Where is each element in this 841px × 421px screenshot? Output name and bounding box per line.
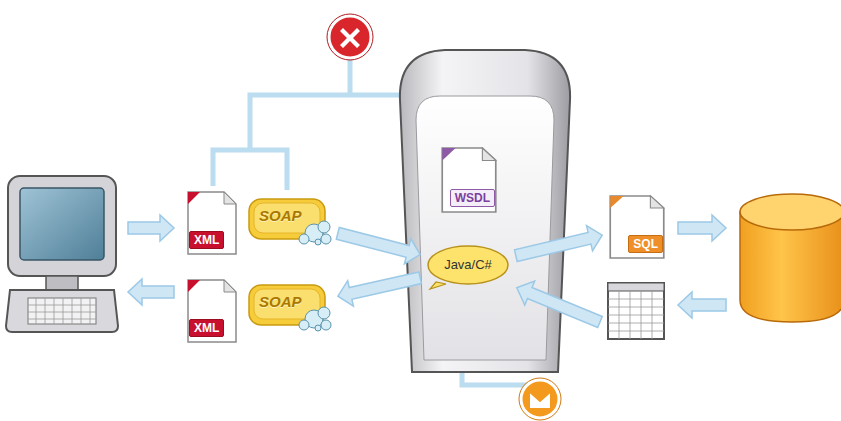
node-label: Java/C# xyxy=(444,257,492,273)
flow-arrow xyxy=(336,228,420,265)
flow-arrow xyxy=(338,272,422,306)
wsdl-document: WSDL xyxy=(440,146,498,214)
sql-document: SQL xyxy=(608,194,666,260)
soap-bar: SOAP xyxy=(248,283,332,331)
message-icon xyxy=(519,378,561,420)
computer xyxy=(6,176,118,332)
node-label: XML xyxy=(189,231,224,249)
node-label: SQL xyxy=(628,235,663,253)
node-label: SOAP xyxy=(259,207,302,225)
server xyxy=(400,50,570,372)
xml-document: XML xyxy=(186,190,238,256)
error-icon xyxy=(327,14,373,60)
node-label: WSDL xyxy=(450,189,495,207)
node-label: SOAP xyxy=(259,293,302,311)
flow-arrow xyxy=(515,226,603,262)
node-label: XML xyxy=(189,319,224,337)
soap-bar: SOAP xyxy=(248,197,332,245)
code-bubble: Java/C# xyxy=(426,244,510,290)
xml-document: XML xyxy=(186,278,238,344)
database xyxy=(740,194,841,322)
result-table xyxy=(608,283,664,339)
